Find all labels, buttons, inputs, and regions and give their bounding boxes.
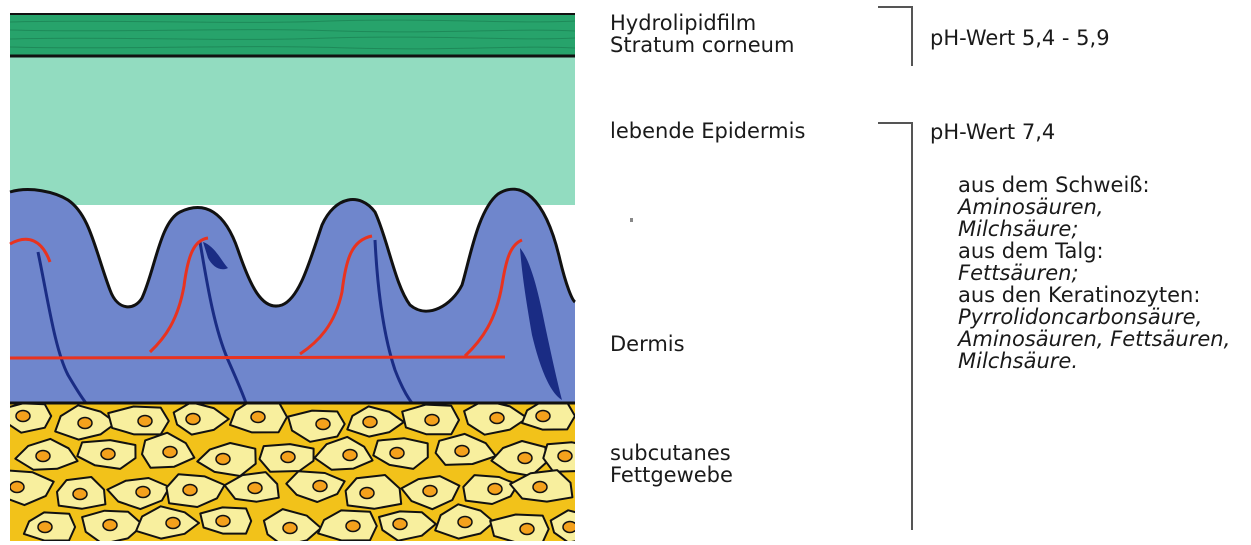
label-stratum-corneum: Hydrolipidfilm Stratum corneum — [610, 12, 794, 56]
source-line: Pyrrolidoncarbonsäure, — [958, 306, 1230, 328]
artery-horizontal — [10, 357, 505, 358]
fat-cell-nucleus — [283, 523, 297, 534]
fat-cell-nucleus — [316, 419, 330, 430]
source-line: aus dem Talg: — [958, 240, 1230, 262]
label-living-epidermis: lebende Epidermis — [610, 120, 805, 142]
fat-cell-nucleus — [393, 519, 407, 530]
acid-sources-list: aus dem Schweiß: Aminosäuren, Milchsäure… — [958, 174, 1230, 372]
marker-dot — [630, 218, 633, 222]
fat-cell-nucleus — [533, 482, 547, 493]
fat-cell-nucleus — [458, 517, 472, 528]
fat-cell-nucleus — [360, 488, 374, 499]
fat-cell-nucleus — [455, 446, 469, 457]
fat-cell-nucleus — [390, 448, 404, 459]
label-subcutaneous-fat: subcutanes Fettgewebe — [610, 442, 733, 486]
fat-cell-nucleus — [216, 516, 230, 527]
fat-cell-nucleus — [166, 518, 180, 529]
source-line: Fettsäuren; — [958, 262, 1230, 284]
bracket-surface-ph — [878, 6, 913, 66]
fat-cell-nucleus — [186, 414, 200, 425]
subcutaneous-fat-layer — [0, 400, 580, 545]
fat-cell-nucleus — [313, 481, 327, 492]
fat-cell-nucleus — [136, 487, 150, 498]
fat-cell-nucleus — [16, 411, 30, 422]
source-line: aus den Keratinozyten: — [958, 284, 1230, 306]
ph-value-epidermis: pH-Wert 7,4 — [930, 121, 1055, 143]
fat-cell-nucleus — [563, 522, 577, 533]
fat-cell-nucleus — [138, 416, 152, 427]
fat-cell-nucleus — [248, 483, 262, 494]
fat-cell-nucleus — [183, 485, 197, 496]
source-line: Aminosäuren, — [958, 196, 1230, 218]
fat-cell-nucleus — [346, 521, 360, 532]
source-line: Milchsäure; — [958, 218, 1230, 240]
source-line: Milchsäure. — [958, 350, 1230, 372]
fat-cell-nucleus — [73, 489, 87, 500]
fat-cell-nucleus — [518, 453, 532, 464]
fat-cell-nucleus — [488, 484, 502, 495]
fat-cell-nucleus — [78, 418, 92, 429]
skin-cross-section-illustration — [0, 0, 580, 545]
bracket-epidermis-ph — [878, 122, 913, 530]
fat-cell-nucleus — [251, 412, 265, 423]
label-dermis: Dermis — [610, 333, 685, 355]
fat-cell-nucleus — [36, 451, 50, 462]
fat-cell-nucleus — [343, 450, 357, 461]
fat-cell-nucleus — [423, 486, 437, 497]
fat-cell-nucleus — [520, 524, 534, 535]
source-line: aus dem Schweiß: — [958, 174, 1230, 196]
fat-cell-nucleus — [363, 417, 377, 428]
fat-cell-nucleus — [163, 447, 177, 458]
living-epidermis-layer — [10, 55, 575, 205]
fat-cell-nucleus — [38, 522, 52, 533]
fat-cell-nucleus — [558, 451, 572, 462]
fat-cell-nucleus — [103, 520, 117, 531]
source-line: Aminosäuren, Fettsäuren, — [958, 328, 1230, 350]
fat-cell-nucleus — [216, 454, 230, 465]
ph-value-surface: pH-Wert 5,4 - 5,9 — [930, 27, 1110, 49]
stratum-corneum-layer — [10, 14, 575, 55]
fat-cell-nucleus — [10, 482, 24, 493]
fat-cell-nucleus — [281, 452, 295, 463]
fat-cell-nucleus — [536, 411, 550, 422]
fat-cell-nucleus — [101, 449, 115, 460]
fat-cell-nucleus — [425, 415, 439, 426]
fat-cell-nucleus — [490, 413, 504, 424]
